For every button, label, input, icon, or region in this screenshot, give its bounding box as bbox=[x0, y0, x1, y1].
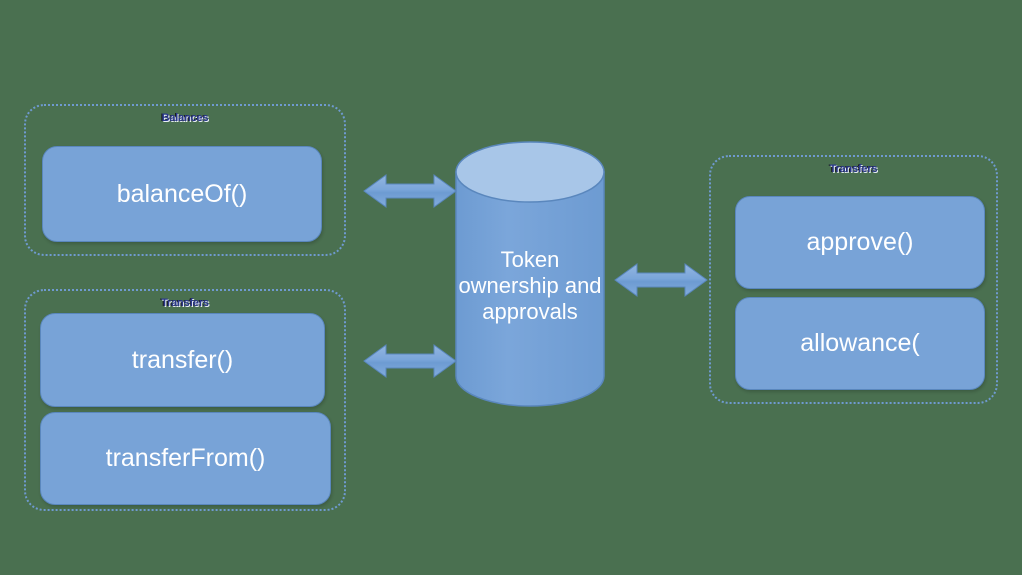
group-transfers-left-label: Transfers bbox=[161, 297, 209, 309]
group-balances-label: Balances bbox=[161, 112, 209, 124]
box-allowance[interactable]: allowance( bbox=[735, 297, 985, 390]
box-balanceof[interactable]: balanceOf() bbox=[42, 146, 322, 242]
token-cylinder[interactable]: Token ownership and approvals bbox=[455, 138, 605, 410]
arrow-store-to-transfers-right[interactable] bbox=[613, 259, 709, 301]
arrow-transfers-left-to-store[interactable] bbox=[362, 340, 458, 382]
box-balanceof-label: balanceOf() bbox=[116, 179, 248, 208]
box-allowance-label: allowance( bbox=[800, 329, 920, 357]
box-transfer[interactable]: transfer() bbox=[40, 313, 325, 407]
box-approve-label: approve() bbox=[806, 228, 914, 256]
cylinder-shape bbox=[455, 141, 605, 407]
box-transferfrom-label: transferFrom() bbox=[105, 444, 266, 472]
group-balances[interactable]: Balances balanceOf() bbox=[24, 104, 346, 256]
arrow-balances-to-store[interactable] bbox=[362, 170, 458, 212]
group-transfers-right-label: Transfers bbox=[829, 163, 878, 175]
box-transferfrom[interactable]: transferFrom() bbox=[40, 412, 331, 505]
box-transfer-label: transfer() bbox=[131, 345, 234, 374]
box-approve[interactable]: approve() bbox=[735, 196, 985, 289]
